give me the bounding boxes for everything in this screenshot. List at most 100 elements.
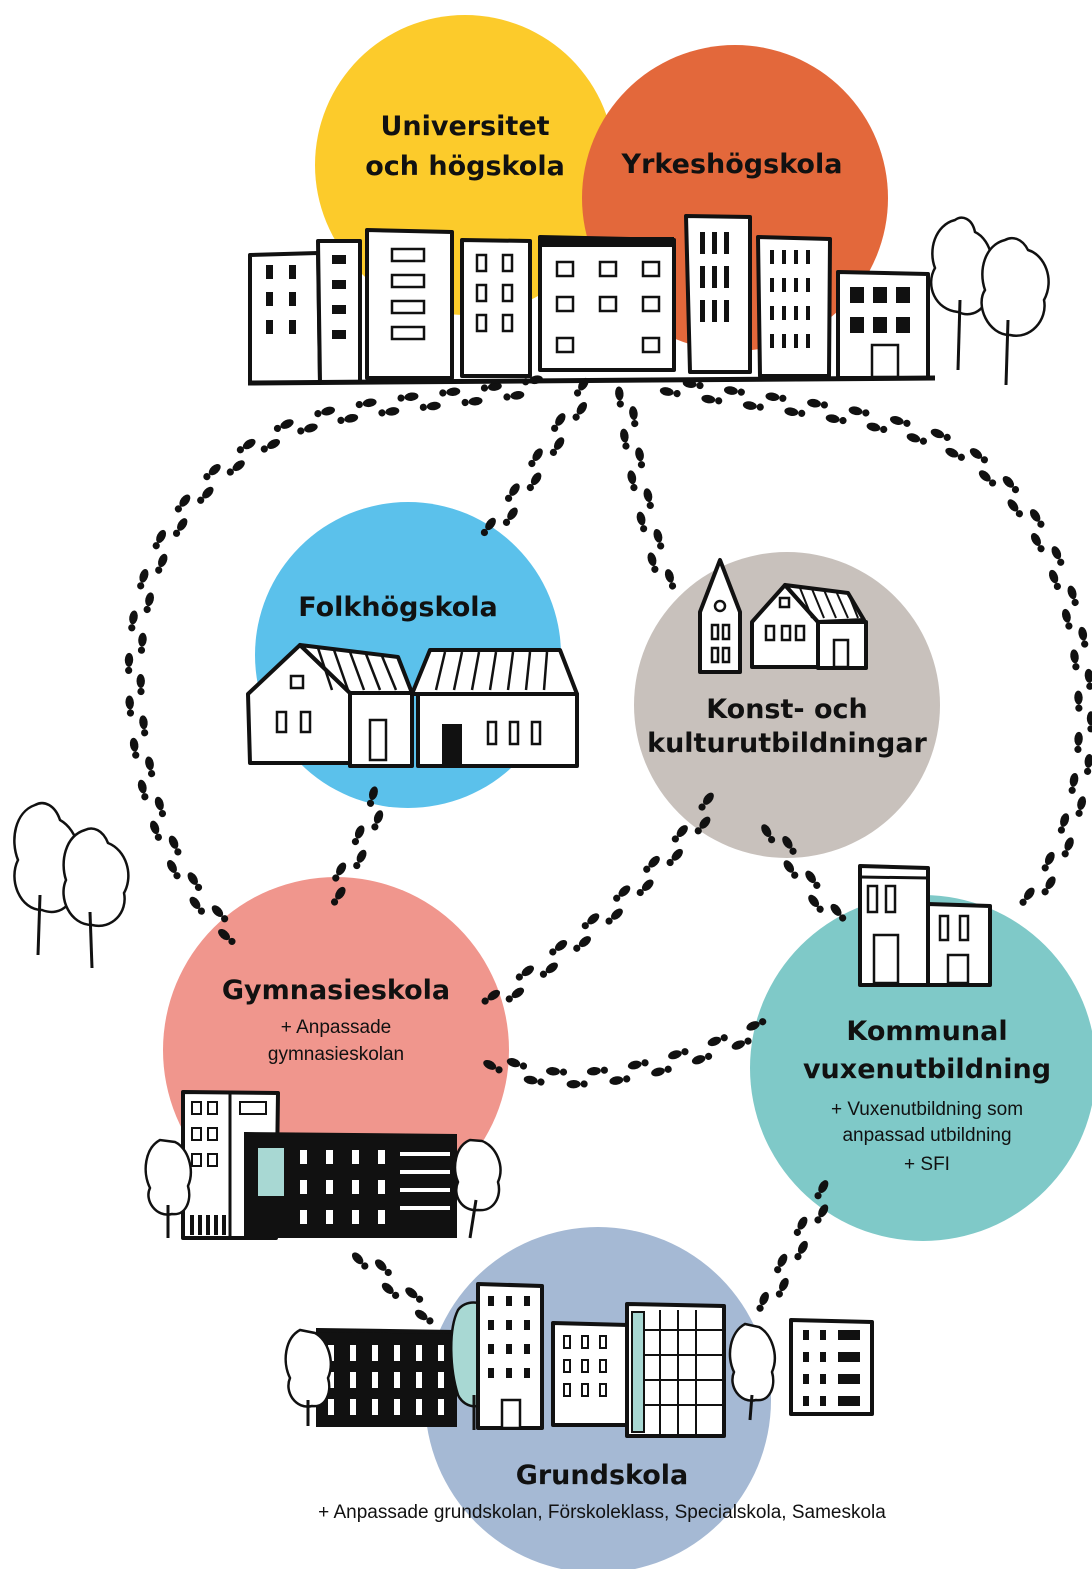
footprint-icon: [943, 445, 967, 463]
footprint-icon: [723, 385, 746, 397]
footprint-icon: [650, 1064, 673, 1078]
footprint-icon: [419, 401, 442, 412]
footprint-icon: [1047, 568, 1063, 592]
footprint-icon: [791, 1215, 810, 1238]
grund-buildings: [284, 1282, 874, 1438]
footprint-icon: [642, 487, 656, 510]
footprint-icon: [396, 391, 419, 403]
footprint-icon: [1083, 753, 1092, 776]
konst-label: Konst- och kulturutbildningar: [647, 694, 927, 759]
footprint-icon: [1074, 690, 1084, 712]
footprint-icon: [503, 481, 522, 504]
footprint-icon: [803, 868, 823, 891]
footprint-icon: [1067, 772, 1080, 795]
footprint-icon: [652, 527, 666, 551]
footprint-icon: [379, 1280, 402, 1301]
vuxen-buildings: [858, 864, 992, 987]
footprint-icon: [603, 906, 625, 927]
footprint-icon: [611, 883, 633, 904]
footprint-icon: [547, 937, 570, 958]
footprint-icon: [1073, 731, 1084, 754]
footprint-icon: [413, 1307, 436, 1327]
footprint-icon: [185, 870, 204, 893]
footprint-icon: [888, 414, 912, 429]
konst-title-line1: Konst- och: [706, 694, 868, 725]
footprint-icon: [663, 568, 678, 591]
footprint-icon: [235, 436, 258, 456]
footprint-icon: [628, 405, 640, 428]
footprint-icon: [135, 567, 151, 591]
footprint-icon: [634, 446, 647, 469]
yrkes-title: Yrkeshögskola: [621, 149, 843, 180]
university-title-line1: Universitet: [380, 111, 549, 142]
footprint-icon: [772, 1252, 790, 1275]
footprint-icon: [664, 846, 686, 868]
tree-icon: [13, 801, 130, 969]
footprint-icon: [774, 1276, 791, 1300]
footprint-icon: [806, 397, 829, 410]
footprint-icon: [690, 1051, 714, 1067]
footprint-icon: [1065, 584, 1081, 608]
footprint-icon: [1005, 497, 1025, 520]
footprint-icon: [153, 552, 170, 576]
footprint-icon: [764, 391, 787, 403]
footprint-icon: [806, 892, 826, 915]
footprint-icon: [505, 1056, 529, 1072]
footprint-icon: [355, 397, 378, 410]
footprint-icon: [224, 458, 247, 478]
footprint-icon: [150, 528, 169, 551]
footprint-icon: [124, 652, 134, 675]
footprint-icon: [461, 396, 484, 408]
vuxen-title-line2: vuxenutbildning: [803, 1054, 1051, 1085]
university-label: Universitet och högskola: [365, 111, 565, 182]
footprint-icon: [403, 1285, 426, 1305]
footprint-icon: [164, 858, 183, 881]
footprint-icon: [1027, 507, 1047, 530]
university-title-line2: och högskola: [365, 151, 565, 182]
grund-title: Grundskola: [516, 1460, 689, 1491]
footprint-icon: [349, 1250, 371, 1272]
footprint-icon: [1039, 874, 1058, 897]
footprint-icon: [138, 714, 150, 737]
footprint-icon: [1084, 668, 1092, 691]
footprint-icon: [608, 1074, 631, 1086]
footprint-icon: [538, 960, 560, 980]
footprint-icon: [124, 695, 135, 717]
footprint-icon: [1077, 626, 1090, 649]
footprint-icon: [566, 1079, 588, 1089]
footprint-icon: [313, 405, 336, 419]
footprint-icon: [570, 400, 590, 423]
footprint-icon: [336, 412, 359, 426]
footprint-icon: [350, 823, 367, 847]
footprint-icon: [500, 505, 520, 528]
footprint-icon: [626, 469, 639, 492]
footprint-icon: [825, 413, 848, 426]
folkhogskola-buildings: [246, 643, 579, 768]
gymnasie-buildings: [144, 1090, 502, 1240]
footprint-icon: [259, 436, 282, 455]
footprint-icon: [128, 737, 141, 760]
gymnasie-sub-line1: + Anpassade: [281, 1017, 391, 1038]
footprint-icon: [372, 1257, 394, 1278]
footprint-icon: [171, 516, 190, 539]
footprint-icon: [438, 386, 461, 398]
footprint-icon: [783, 406, 806, 419]
footprint-icon: [187, 894, 207, 917]
footprint-icon: [1060, 607, 1074, 631]
footprint-icon: [976, 468, 999, 489]
footprint-icon: [166, 834, 184, 857]
footprint-icon: [659, 386, 682, 399]
vuxen-title-line1: Kommunal: [846, 1016, 1007, 1047]
footprint-icon: [526, 446, 545, 469]
footprint-icon: [641, 853, 662, 875]
footprint-icon: [201, 461, 223, 483]
footprint-icon: [1017, 885, 1037, 908]
footprint-icon: [614, 386, 625, 408]
footprint-icon: [503, 985, 526, 1005]
footprint-icon: [645, 551, 660, 574]
footprint-icon: [1074, 795, 1088, 818]
footprint-icon: [1069, 648, 1081, 671]
footprint-icon: [929, 427, 953, 443]
footprint-icon: [377, 406, 400, 418]
